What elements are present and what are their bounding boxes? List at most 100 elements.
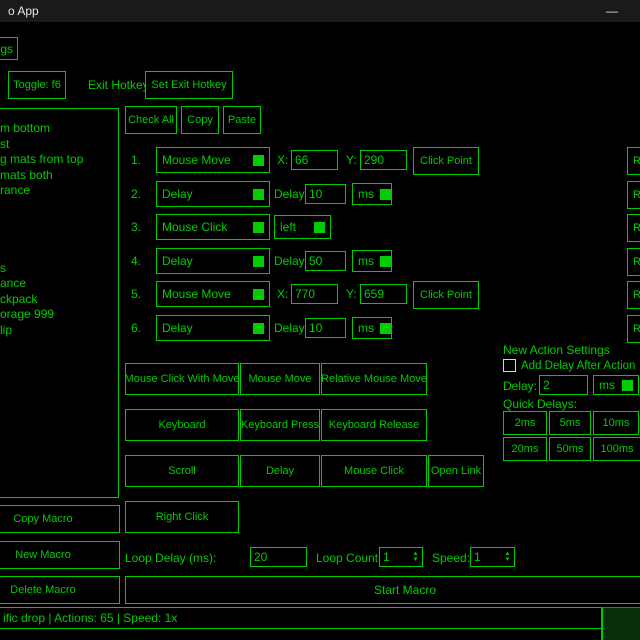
stepper-down-icon[interactable]: ▼ (412, 557, 419, 563)
tab-settings[interactable]: gs (0, 37, 18, 60)
status-bar: ific drop | Actions: 65 | Speed: 1x (0, 607, 640, 629)
set-exit-hotkey-button[interactable]: Set Exit Hotkey (145, 71, 233, 99)
dropdown-indicator-icon (253, 255, 264, 267)
macro-list-item[interactable]: s (0, 260, 6, 275)
check-all-button[interactable]: Check All (125, 106, 177, 134)
dropdown-indicator-icon (314, 221, 325, 233)
speed-input[interactable] (471, 548, 501, 566)
stepper-down-icon[interactable]: ▼ (504, 557, 511, 563)
quick-delay-5ms-button[interactable]: 5ms (549, 411, 591, 435)
add-mouse-move-button[interactable]: Mouse Move (240, 363, 320, 395)
dropdown-indicator-icon (622, 379, 633, 391)
action-row: 1. Mouse Move X: Y: Click Point R (0, 147, 640, 175)
delete-macro-button[interactable]: Delete Macro (0, 576, 120, 604)
macro-list-item[interactable]: mats both (0, 167, 53, 182)
remove-action-button[interactable]: R (627, 281, 640, 309)
start-macro-button[interactable]: Start Macro (125, 576, 640, 604)
dropdown-indicator-icon (380, 188, 391, 200)
new-action-settings-title: New Action Settings (503, 343, 610, 357)
y-coordinate-input[interactable] (360, 150, 407, 170)
quick-delay-10ms-button[interactable]: 10ms (593, 411, 639, 435)
macro-list-item[interactable]: rance (0, 183, 31, 197)
action-number: 4. (131, 254, 142, 268)
click-point-button[interactable]: Click Point (413, 281, 479, 309)
x-label: X: (277, 287, 289, 301)
remove-action-button[interactable]: R (627, 248, 640, 276)
macro-list-item[interactable]: m bottom (0, 121, 51, 135)
add-delay-button[interactable]: Delay (240, 455, 320, 487)
delay-unit-dropdown[interactable]: ms (352, 183, 392, 205)
quick-delay-2ms-button[interactable]: 2ms (503, 411, 547, 435)
quick-delay-20ms-button[interactable]: 20ms (503, 437, 547, 461)
stepper-arrows: ▲ ▼ (501, 548, 514, 566)
action-row: 4. Delay Delay ms R (0, 248, 640, 276)
status-text: ific drop | Actions: 65 | Speed: 1x (3, 611, 178, 625)
remove-action-button[interactable]: R (627, 147, 640, 175)
add-mouse-click-with-move-button[interactable]: Mouse Click With Move (125, 363, 239, 395)
action-number: 6. (131, 321, 142, 335)
action-type-dropdown[interactable]: Mouse Move (156, 147, 270, 173)
y-coordinate-input[interactable] (360, 284, 407, 304)
delay-value-input[interactable] (305, 184, 346, 204)
add-keyboard-button[interactable]: Keyboard (125, 409, 239, 441)
new-action-delay-input[interactable] (539, 375, 588, 395)
remove-action-button[interactable]: R (627, 214, 640, 242)
add-mouse-click-button[interactable]: Mouse Click (321, 455, 427, 487)
new-macro-button[interactable]: New Macro (0, 541, 120, 569)
quick-delay-100ms-button[interactable]: 100ms (593, 437, 640, 461)
remove-action-button[interactable]: R (627, 315, 640, 343)
toggle-hotkey-button[interactable]: Toggle: f6 (8, 71, 66, 99)
x-coordinate-input[interactable] (291, 284, 338, 304)
dropdown-indicator-icon (380, 255, 391, 267)
delay-value-input[interactable] (305, 318, 346, 338)
action-type-dropdown[interactable]: Mouse Click (156, 214, 270, 240)
action-row: 2. Delay Delay ms R (0, 181, 640, 209)
x-coordinate-input[interactable] (291, 150, 338, 170)
action-type-dropdown[interactable]: Mouse Move (156, 281, 270, 307)
dropdown-indicator-icon (253, 154, 264, 166)
remove-action-button[interactable]: R (627, 181, 640, 209)
action-type-dropdown[interactable]: Delay (156, 181, 270, 207)
add-scroll-button[interactable]: Scroll (125, 455, 239, 487)
delay-unit-dropdown[interactable]: ms (352, 250, 392, 272)
add-keyboard-press-button[interactable]: Keyboard Press (240, 409, 320, 441)
minimize-button[interactable]: — (606, 4, 618, 18)
quick-delay-50ms-button[interactable]: 50ms (549, 437, 591, 461)
copy-button[interactable]: Copy (181, 106, 219, 134)
add-keyboard-release-button[interactable]: Keyboard Release (321, 409, 427, 441)
mouse-button-dropdown[interactable]: left (274, 215, 331, 239)
loop-count-label: Loop Count: (316, 551, 382, 565)
action-row: 3. Mouse Click left R (0, 214, 640, 242)
loop-count-input[interactable] (380, 548, 409, 566)
action-number: 3. (131, 220, 142, 234)
macro-list-item[interactable]: orage 999 (0, 307, 55, 321)
click-point-button[interactable]: Click Point (413, 147, 479, 175)
action-type-dropdown[interactable]: Delay (156, 315, 270, 341)
speed-stepper[interactable]: ▲ ▼ (470, 547, 515, 567)
add-open-link-button[interactable]: Open Link (428, 455, 484, 487)
macro-list[interactable]: m bottom st g mats from top mats both ra… (0, 108, 119, 498)
add-relative-mouse-move-button[interactable]: Relative Mouse Move (321, 363, 427, 395)
add-delay-checkbox[interactable] (503, 359, 516, 372)
dropdown-indicator-icon (253, 221, 264, 233)
speed-label: Speed: (432, 551, 471, 565)
stepper-up-icon[interactable]: ▲ (412, 551, 419, 557)
stepper-up-icon[interactable]: ▲ (504, 551, 511, 557)
add-right-click-button[interactable]: Right Click (125, 501, 239, 533)
new-action-delay-unit-dropdown[interactable]: ms (593, 375, 639, 395)
action-type-value: Mouse Move (162, 153, 231, 167)
paste-button[interactable]: Paste (223, 106, 261, 134)
loop-delay-label: Loop Delay (ms): (125, 551, 217, 565)
loop-count-stepper[interactable]: ▲ ▼ (379, 547, 423, 567)
copy-macro-button[interactable]: Copy Macro (0, 505, 120, 533)
macro-list-item[interactable]: ance (0, 276, 27, 290)
action-type-value: Delay (162, 187, 193, 201)
delay-unit-dropdown[interactable]: ms (352, 317, 392, 339)
macro-list-item[interactable]: g mats from top (0, 152, 84, 166)
action-type-dropdown[interactable]: Delay (156, 248, 270, 274)
loop-delay-input[interactable] (250, 547, 307, 567)
macro-list-item[interactable]: st (0, 136, 10, 151)
macro-list-item[interactable]: lip (0, 322, 13, 337)
delay-value-input[interactable] (305, 251, 346, 271)
macro-list-item[interactable]: ckpack (0, 291, 38, 306)
